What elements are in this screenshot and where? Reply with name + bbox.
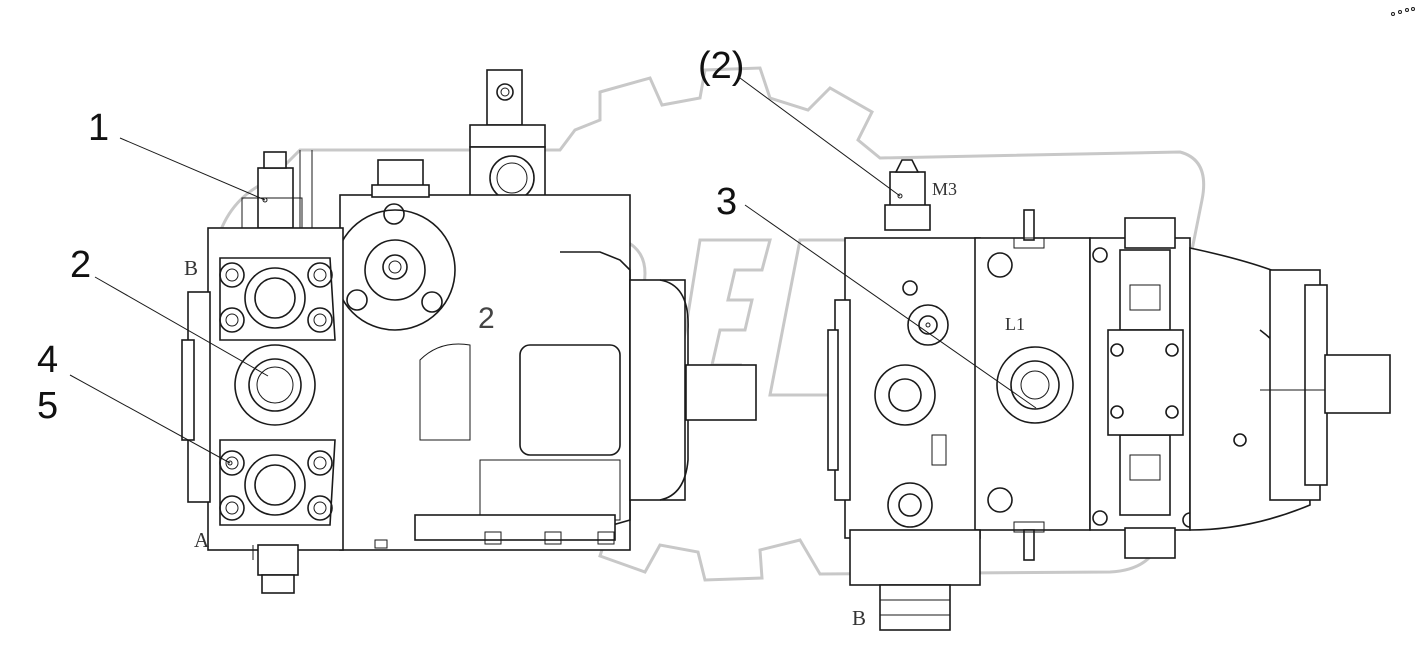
left-port-a-flange [219, 439, 336, 526]
left-port-b-flange [219, 257, 336, 341]
left-middle-port [234, 344, 316, 426]
callout-4: 4 [37, 339, 58, 381]
left-port-b-label: B [184, 256, 198, 280]
left-drive-shaft [685, 364, 757, 421]
right-gear-ring-top [1124, 217, 1176, 249]
left-port-a-label: A [194, 528, 210, 552]
left-pump-unit: 2 [181, 69, 757, 594]
right-gear-ring-bottom [1124, 527, 1176, 559]
callout-3: 3 [716, 181, 737, 223]
l1-port-label: L1 [1005, 314, 1025, 334]
leader-2p [739, 77, 901, 197]
leader-4-5 [69, 374, 231, 464]
callout-2-parenthesized: (2) [698, 45, 744, 87]
callout-2: 2 [70, 244, 91, 286]
callout-5: 5 [37, 385, 58, 427]
right-pump-unit: M3 L1 [827, 159, 1391, 631]
leader-1 [119, 137, 266, 201]
right-port-b-label: B [852, 606, 866, 630]
cast-number-label: 2 [478, 302, 495, 335]
m3-port-label: M3 [932, 179, 957, 199]
leader-3 [744, 204, 1037, 409]
leader-2 [94, 276, 269, 377]
right-drive-shaft [1324, 354, 1391, 414]
callout-leaders [69, 77, 1037, 466]
corner-mark [1391, 7, 1415, 16]
callout-1: 1 [88, 107, 109, 149]
